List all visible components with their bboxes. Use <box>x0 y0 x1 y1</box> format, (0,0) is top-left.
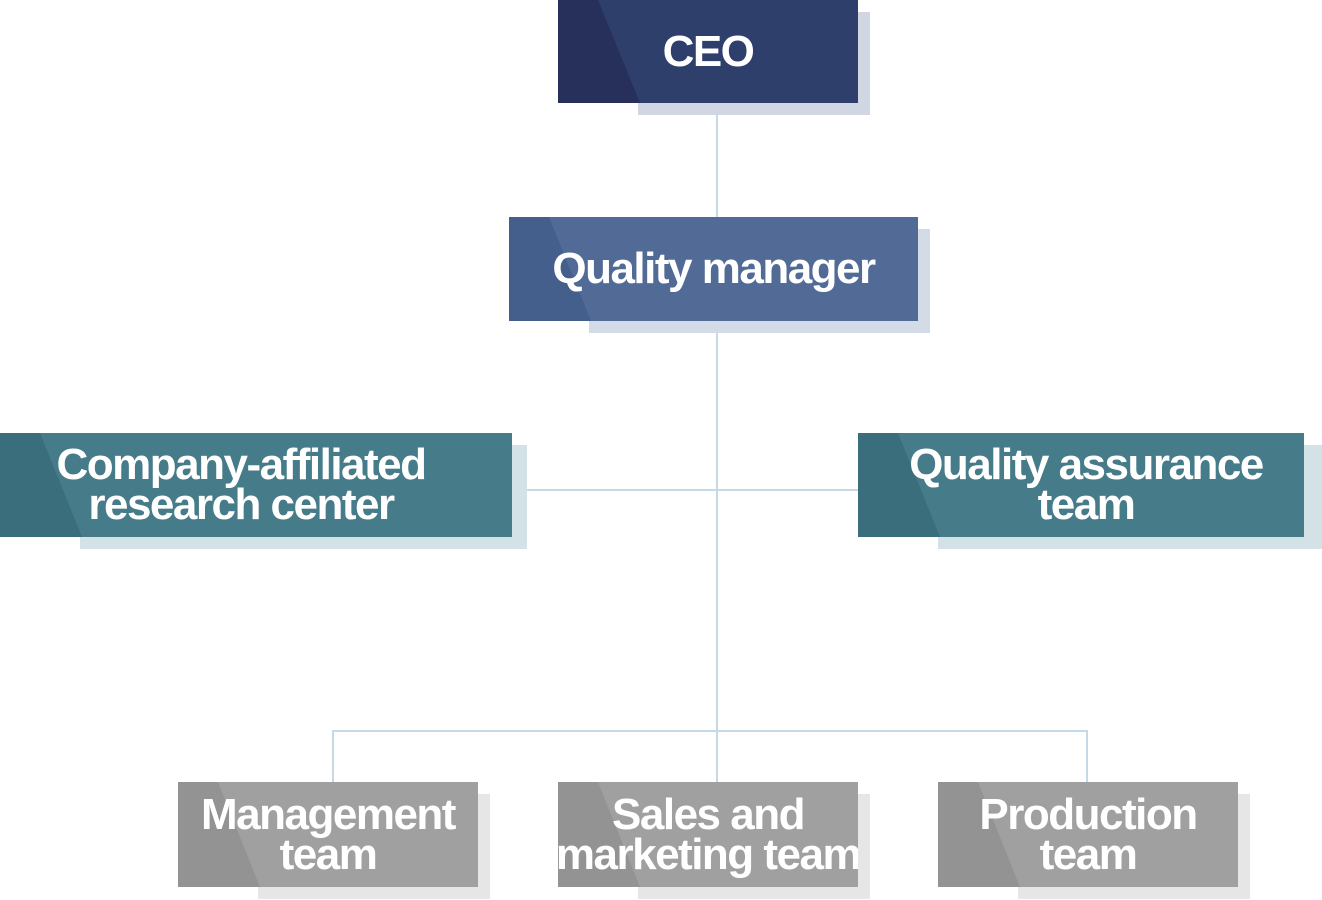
connector-level2-horizontal <box>512 489 858 491</box>
node-label: CEO <box>662 26 755 76</box>
connector-level3-horizontal <box>333 730 1088 732</box>
node-label: Quality manager <box>552 244 876 293</box>
connector-main-vertical <box>716 103 718 782</box>
node-ceo: CEO <box>558 0 870 115</box>
connector-production <box>1086 730 1088 782</box>
node-quality-manager: Quality manager <box>509 217 930 333</box>
connector-management <box>332 730 334 782</box>
